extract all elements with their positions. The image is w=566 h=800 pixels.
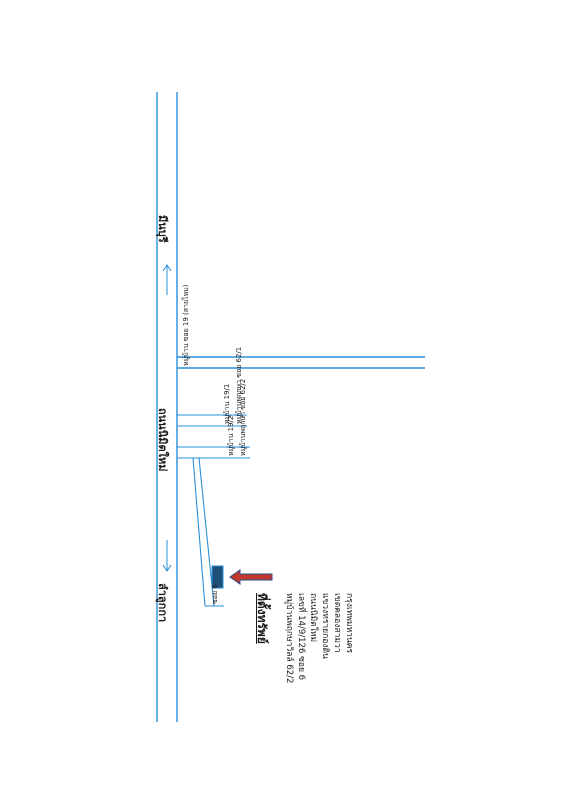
small-soi-label: ซอย 6	[211, 584, 219, 604]
soi-far-label: หมู่บ้าน ซอย 19 (สายไหม)	[182, 284, 190, 366]
address-line-6: กรุงเทพมหานคร	[344, 593, 354, 654]
direction-label-right: มีนบุรี	[156, 215, 169, 243]
lane-line-1	[192, 457, 206, 607]
address-line-3: ถนนนิมิตใหม่	[308, 593, 318, 643]
address-line-1: หมู่บ้านพฤกษาวิลล์ 62/2	[284, 593, 294, 684]
property-arrow	[229, 569, 273, 585]
address-line-4: แขวงทรายกองดิน	[320, 593, 330, 659]
address-line-5: เขตคลองสามวา	[332, 593, 342, 653]
main-road-label: ถนนนิมิตใหม่	[156, 408, 169, 472]
address-line-2: เลขที่ 14/9/126 ซอย 6	[296, 593, 306, 681]
property-marker	[211, 565, 224, 589]
soi-mid-label: หมู่บ้านพฤกษา ซอย 62/2	[239, 378, 247, 456]
soi-mid-sub-label: หมู่บ้าน 19/2	[227, 415, 235, 456]
direction-label-left: ลำลูกกา	[156, 583, 169, 623]
property-title: ที่ตั้งทรัพย์	[255, 593, 269, 644]
direction-arrow-up-head	[162, 264, 172, 272]
direction-arrow-down-head	[162, 564, 172, 572]
